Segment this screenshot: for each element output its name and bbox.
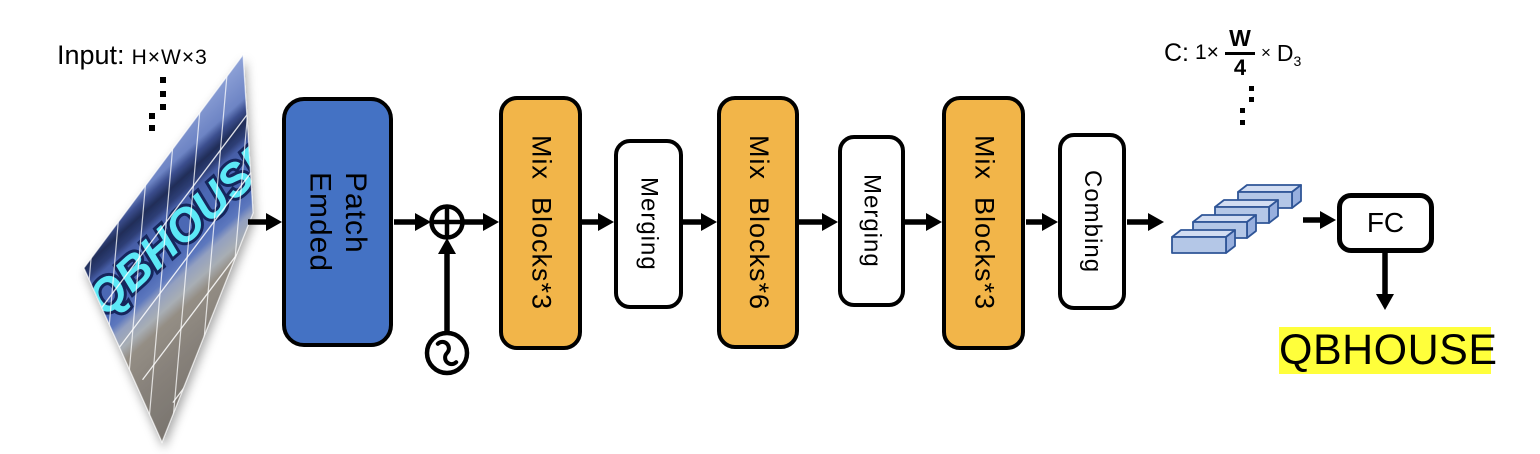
arrow-fc-to-output xyxy=(1376,253,1394,310)
feature-dims-label: C: 1× W 4 × D 3 xyxy=(1164,27,1301,79)
flow-arrows xyxy=(248,211,1394,331)
arrow-pe-to-add xyxy=(438,238,456,331)
plus-circle-icon xyxy=(429,204,465,240)
arrow-patch-to-add xyxy=(394,213,431,231)
feature-bar xyxy=(1171,229,1236,254)
mix-blocks-1-label: Mix Blocks*3 xyxy=(526,135,557,311)
input-label-dims: H×W×3 xyxy=(131,46,208,69)
arrow-features-to-fc xyxy=(1303,211,1336,229)
merging-2-label: Merging xyxy=(858,174,886,268)
mix-blocks-2: Mix Blocks*6 xyxy=(717,96,799,349)
output-text: QBHOUSE xyxy=(1279,326,1498,374)
arrow-mix2-to-merge2 xyxy=(799,213,838,231)
merging-block-1: Merging xyxy=(614,139,683,309)
combing-block: Combing xyxy=(1058,133,1126,310)
arrow-combing-to-features xyxy=(1127,213,1164,231)
mix-blocks-2-label: Mix Blocks*6 xyxy=(743,134,774,311)
photo-background xyxy=(84,55,253,442)
ellipsis-dots-left xyxy=(149,77,166,131)
arrow-merge1-to-mix2 xyxy=(683,213,717,231)
photo-outline xyxy=(83,53,254,444)
fraction-numerator: W xyxy=(1229,25,1251,51)
arrow-merge2-to-mix3 xyxy=(905,213,942,231)
patch-embed-label: Patch Emded xyxy=(303,171,372,273)
feature-dims-prefix: C: xyxy=(1164,38,1189,67)
merging-block-2: Merging xyxy=(838,135,905,307)
patch-embed-block: Patch Emded xyxy=(282,97,393,347)
dim-base: D xyxy=(1276,39,1294,66)
arrow-add-to-mix1 xyxy=(463,213,499,231)
sine-wave-icon xyxy=(424,330,470,376)
arrow-mix1-to-merge1 xyxy=(582,213,614,231)
combing-label: Combing xyxy=(1079,169,1107,274)
mix-blocks-3: Mix Blocks*3 xyxy=(942,96,1025,350)
feature-dims-fraction: W 4 xyxy=(1224,25,1255,80)
arrow-image-to-patch xyxy=(248,213,282,231)
mix-blocks-3-label: Mix Blocks*3 xyxy=(969,135,1000,311)
fc-label: FC xyxy=(1366,207,1405,238)
ellipsis-dots-right xyxy=(1240,86,1254,125)
feature-dims-one: 1× xyxy=(1195,41,1219,64)
arrow-mix3-to-combing xyxy=(1026,213,1058,231)
fraction-denominator: 4 xyxy=(1233,55,1247,80)
dim-subscript: 3 xyxy=(1293,52,1302,69)
fraction-bar xyxy=(1224,52,1255,55)
mix-blocks-1: Mix Blocks*3 xyxy=(499,96,582,350)
feature-maps-stack xyxy=(1171,184,1302,254)
feature-dims-d: D 3 xyxy=(1276,39,1302,69)
feature-dims-times: × xyxy=(1260,43,1271,62)
input-label: Input: H×W×3 xyxy=(57,40,208,71)
input-label-word: Input: xyxy=(57,40,125,70)
fc-block: FC xyxy=(1337,193,1434,253)
merging-1-label: Merging xyxy=(635,177,663,271)
